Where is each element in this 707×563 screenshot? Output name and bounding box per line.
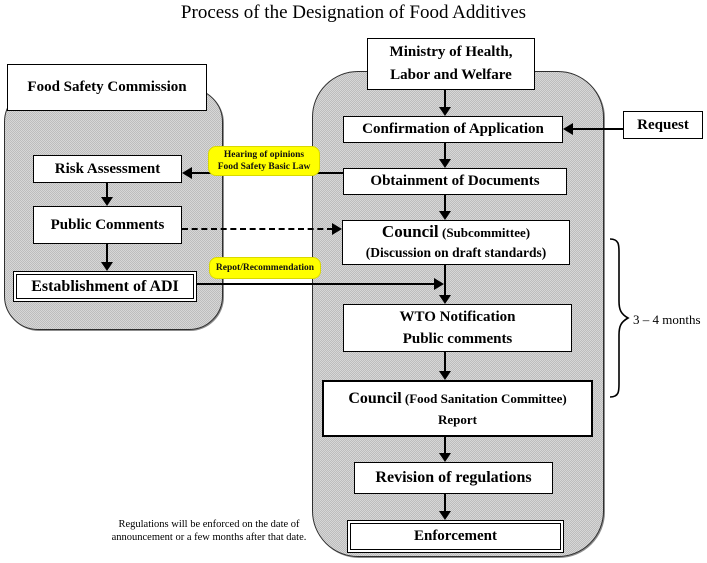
arrow-request-to-confirmation bbox=[573, 128, 623, 130]
council-subcommittee-line2: (Discussion on draft standards) bbox=[365, 245, 547, 260]
dashed-arrow-public-to-council bbox=[182, 228, 333, 230]
establishment-of-adi-label: Establishment of ADI bbox=[31, 277, 179, 295]
arrowhead-wto-to-council2 bbox=[439, 371, 451, 380]
council-food-sanitation-line2: Report bbox=[438, 411, 477, 427]
arrow-obtainment-to-council bbox=[444, 195, 446, 211]
hearing-of-opinions-callout: Hearing of opinions Food Safety Basic La… bbox=[208, 146, 320, 176]
footnote: Regulations will be enforced on the date… bbox=[95, 518, 323, 544]
request-box: Request bbox=[623, 111, 703, 139]
obtainment-label: Obtainment of Documents bbox=[370, 173, 540, 190]
arrowhead-public-to-council bbox=[332, 223, 342, 235]
arrow-public-to-adi bbox=[106, 244, 108, 262]
council-subcommittee-box: Council (Subcommittee) (Discussion on dr… bbox=[342, 220, 570, 265]
confirmation-of-application-box: Confirmation of Application bbox=[343, 116, 563, 143]
arrowhead-obtainment-to-council bbox=[439, 211, 451, 220]
arrow-risk-to-public bbox=[106, 183, 108, 197]
ministry-line2: Labor and Welfare bbox=[390, 67, 512, 83]
public-comments-box: Public Comments bbox=[33, 206, 182, 244]
wto-line1: WTO Notification bbox=[399, 309, 516, 325]
food-safety-commission-label: Food Safety Commission bbox=[27, 79, 187, 96]
request-label: Request bbox=[637, 116, 689, 133]
wto-line2: Public comments bbox=[402, 331, 513, 347]
revision-label: Revision of regulations bbox=[375, 469, 532, 486]
arrow-ministry-to-confirmation bbox=[444, 90, 446, 107]
council-food-sanitation-box: Council (Food Sanitation Committee) Repo… bbox=[322, 380, 593, 437]
arrowhead-request-to-confirmation bbox=[563, 123, 573, 135]
footnote-line1: Regulations will be enforced on the date… bbox=[118, 519, 300, 530]
duration-label: 3 – 4 months bbox=[633, 312, 701, 327]
report-recommendation-label: Repot/Recommendation bbox=[215, 263, 315, 273]
public-comments-label: Public Comments bbox=[50, 216, 165, 233]
arrowhead-council-to-wto bbox=[439, 295, 451, 304]
arrow-council2-to-revision bbox=[444, 437, 446, 453]
confirmation-label: Confirmation of Application bbox=[362, 121, 544, 138]
duration-brace-icon bbox=[609, 238, 630, 398]
enforcement-box: Enforcement bbox=[347, 520, 564, 553]
council-subcommittee-title: Council bbox=[381, 222, 439, 241]
food-safety-commission-box: Food Safety Commission bbox=[7, 64, 207, 111]
arrowhead-revision-to-enforcement bbox=[439, 511, 451, 520]
report-recommendation-callout: Repot/Recommendation bbox=[209, 257, 321, 279]
risk-assessment-box: Risk Assessment bbox=[33, 155, 182, 183]
council-subcommittee-paren: (Subcommittee) bbox=[441, 225, 531, 240]
arrow-confirmation-to-obtainment bbox=[444, 143, 446, 159]
council-food-sanitation-line1: Council (Food Sanitation Committee) bbox=[348, 388, 566, 409]
arrowhead-risk-to-public bbox=[101, 197, 113, 206]
council-food-sanitation-title: Council bbox=[348, 389, 402, 407]
arrowhead-adi-to-flow bbox=[434, 278, 444, 290]
obtainment-of-documents-box: Obtainment of Documents bbox=[343, 168, 567, 195]
hearing-line1: Hearing of opinions bbox=[223, 150, 305, 160]
arrow-adi-to-flow bbox=[197, 283, 434, 285]
arrow-wto-to-council2 bbox=[444, 352, 446, 371]
arrow-revision-to-enforcement bbox=[444, 494, 446, 511]
arrowhead-public-to-adi bbox=[101, 262, 113, 271]
arrowhead-council2-to-revision bbox=[439, 453, 451, 462]
page-title: Process of the Designation of Food Addit… bbox=[180, 2, 527, 23]
enforcement-label: Enforcement bbox=[413, 528, 498, 545]
revision-of-regulations-box: Revision of regulations bbox=[354, 462, 553, 494]
hearing-line2: Food Safety Basic Law bbox=[217, 162, 311, 172]
arrowhead-confirmation-to-obtainment bbox=[439, 159, 451, 168]
footnote-line2: announcement or a few months after that … bbox=[111, 532, 307, 543]
wto-notification-box: WTO Notification Public comments bbox=[343, 304, 572, 352]
risk-assessment-label: Risk Assessment bbox=[54, 160, 161, 177]
ministry-line1: Ministry of Health, bbox=[389, 44, 513, 60]
arrowhead-obtainment-to-risk bbox=[182, 167, 192, 179]
arrowhead-ministry-to-confirmation bbox=[439, 107, 451, 116]
arrow-council-to-wto bbox=[444, 265, 446, 295]
council-food-sanitation-paren: (Food Sanitation Committee) bbox=[404, 390, 567, 406]
establishment-of-adi-box: Establishment of ADI bbox=[13, 271, 197, 302]
ministry-box: Ministry of Health, Labor and Welfare bbox=[367, 38, 535, 90]
council-subcommittee-line1: Council (Subcommittee) bbox=[382, 222, 530, 243]
